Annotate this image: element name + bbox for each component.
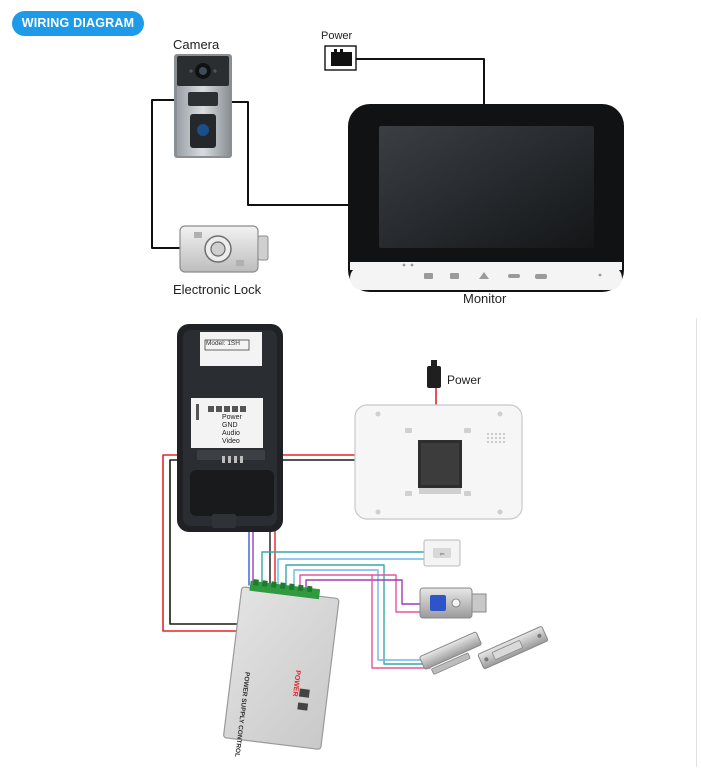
svg-text:⇦: ⇦ [439, 552, 444, 558]
monitor-label: Monitor [463, 291, 507, 306]
lightblue-exit-wire [277, 558, 429, 587]
bolt-lock [419, 587, 487, 619]
camera-to-monitor-wire [231, 101, 353, 206]
camera-to-lock-wire [151, 99, 182, 249]
power-supply-control: POWER POWER SUPPLY CONTROL [223, 579, 340, 757]
camera-terminal-labels: Power GND Audio Video [222, 414, 266, 446]
psu-power-text: POWER [291, 670, 301, 697]
top-monitor [348, 104, 624, 292]
top-wires [151, 58, 485, 249]
terminal-label-gnd: GND [222, 422, 238, 429]
terminal-label-audio: Audio [222, 430, 240, 437]
teal-maglock-wire [285, 564, 429, 665]
top-electronic-lock [179, 225, 269, 273]
bottom-power-adapter [427, 360, 441, 388]
electronic-lock-label: Electronic Lock [173, 282, 262, 297]
bottom-monitor-back [354, 404, 523, 520]
wiring-diagram-badge: WIRING DIAGRAM [12, 11, 144, 36]
exit-button: ⇦ [423, 539, 461, 567]
top-power-label: Power [321, 30, 353, 42]
pink-bolt-wire [299, 574, 421, 613]
purple-bolt-wire [305, 579, 421, 605]
camera-back-model: Model: 1SH [206, 340, 240, 347]
terminal-label-video: Video [222, 438, 240, 445]
terminal-label-power: Power [222, 414, 242, 421]
bottom-panel-frame [0, 318, 697, 767]
bottom-power-label: Power [447, 373, 482, 387]
lightblue-strike-wire [293, 569, 431, 661]
magnetic-lock [419, 631, 482, 675]
camera-label: Camera [173, 37, 220, 52]
teal-exit-wire [261, 551, 429, 587]
power-to-monitor-wire [355, 58, 485, 106]
top-camera [174, 54, 232, 158]
top-power-adapter [324, 45, 357, 71]
electric-strike [477, 626, 549, 669]
bottom-camera-back [177, 324, 283, 532]
pink-maglock-wire [371, 574, 431, 669]
